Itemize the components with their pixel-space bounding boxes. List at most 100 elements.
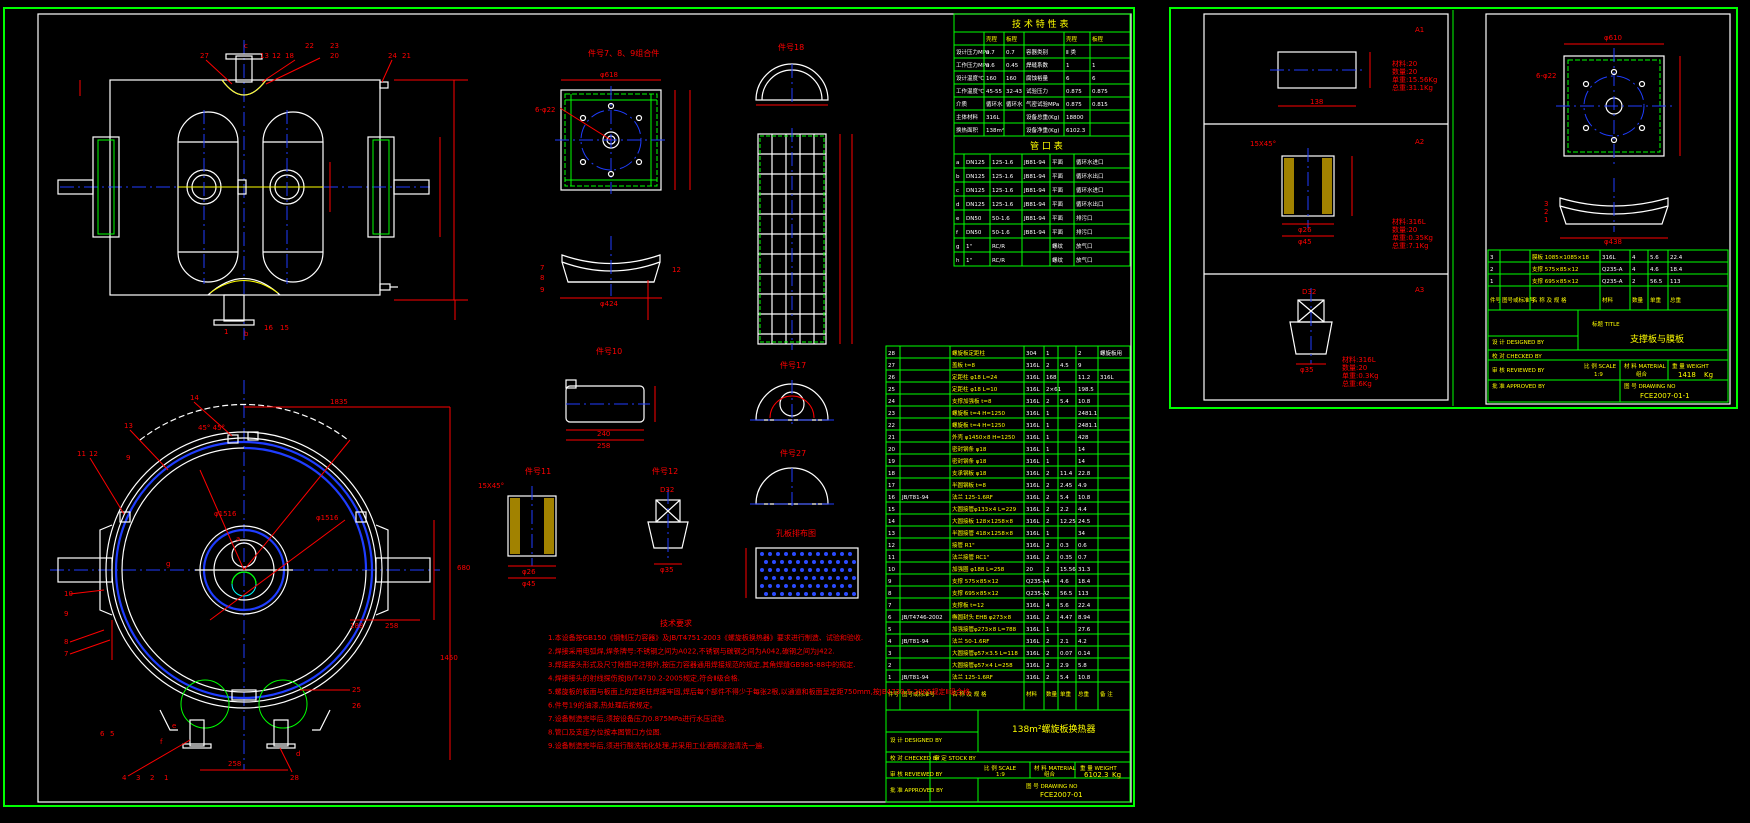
sub-reviewed-by: 审 核 REVIEWED BY <box>1492 366 1545 374</box>
part-cell: 11.4 <box>1060 471 1073 477</box>
hole <box>760 584 764 588</box>
dim-d1516: φ1516 <box>316 514 339 522</box>
part-cell: 2 <box>1046 675 1050 681</box>
dim-holes: 6-φ22 <box>535 106 556 114</box>
hole <box>780 560 784 564</box>
sub-part-cell: Q235-A <box>1602 279 1623 285</box>
weight-note: 数量:20 <box>1342 363 1367 372</box>
dim-chamfer-a2: 15X45° <box>1250 140 1276 148</box>
nozzle-a: a <box>236 535 240 543</box>
tech-cell: 容器类别 <box>1026 48 1048 56</box>
nozzle-cell: h <box>956 258 960 264</box>
dim-188: 188 <box>350 622 363 630</box>
part-cell: 0.14 <box>1078 651 1091 657</box>
nozzle-b: b <box>244 330 249 338</box>
label-a1: A1 <box>1415 26 1424 34</box>
part-cell: 15.56 <box>1060 567 1076 573</box>
part-cell: 22.4 <box>1078 603 1091 609</box>
nozzle-cell: 平面 <box>1052 187 1064 194</box>
hole <box>820 560 824 564</box>
tech-cell: 循环水 <box>1006 100 1023 108</box>
part-18-view: 件号18 <box>755 42 853 350</box>
part-cell: 198.5 <box>1078 387 1094 393</box>
hole <box>784 584 788 588</box>
sub-views-left: A1 A2 A3 138 材料:20数量:20单重:15.56Kg总重:31.1… <box>1203 13 1449 401</box>
tech-req-item: 7.设备制造完毕后,须按设备压力0.875MPa进行水压试验. <box>548 714 726 723</box>
callout-15: 15 <box>280 324 289 332</box>
sub-approved-by: 批 准 APPROVED BY <box>1492 382 1546 390</box>
hole <box>824 552 828 556</box>
callout-12-saddle: 12 <box>672 266 681 274</box>
tech-cell: 腐蚀裕量 <box>1026 74 1049 82</box>
label-part-11: 件号11 <box>525 466 551 476</box>
sub-part-cell: 3 <box>1490 255 1494 261</box>
hole <box>780 592 784 596</box>
part-cell: 5.4 <box>1060 399 1069 405</box>
part-cell: 4 <box>1046 603 1050 609</box>
part-cell: 2 <box>1046 363 1050 369</box>
scale-label: 比 例 SCALE <box>984 764 1017 772</box>
part-cell: 23 <box>888 411 895 417</box>
hole <box>828 576 832 580</box>
hole <box>788 592 792 596</box>
scale-value: 1:9 <box>996 772 1005 778</box>
sub-part-cell: 1 <box>1490 279 1494 285</box>
nozzle-cell: DN125 <box>966 174 985 180</box>
part-cell: 316L <box>1100 375 1114 381</box>
part-cell: 1 <box>1046 435 1050 441</box>
title-block-main: 138m²螺旋板换热器 设 计 DESIGNED BY 校 对 CHECKED … <box>885 709 1131 803</box>
sub-drawing-no: FCE2007-01-1 <box>1640 392 1690 400</box>
sub-part-cell: 支撑 695×85×12 <box>1532 277 1578 285</box>
part-cell: 2 <box>1046 399 1050 405</box>
label-part-18: 件号18 <box>778 42 804 52</box>
callout-24: 24 <box>388 52 397 60</box>
hole <box>772 560 776 564</box>
tech-cell: 板程 <box>1006 35 1018 43</box>
part-cell: 2.9 <box>1060 663 1069 669</box>
hole-layout-view: 孔板排布图 <box>745 528 859 599</box>
tech-cell: 138m² <box>986 127 1004 134</box>
hole <box>812 576 816 580</box>
part-cell: 2.1 <box>1060 639 1069 645</box>
dim-424: φ424 <box>600 300 619 308</box>
designed-by: 设 计 DESIGNED BY <box>890 736 943 744</box>
reviewed-by: 审 核 REVIEWED BY <box>890 770 943 778</box>
hole <box>828 560 832 564</box>
tech-cell: 设计温度℃ <box>956 74 984 82</box>
part-cell: 6 <box>888 615 892 621</box>
part-cell: 10.8 <box>1078 399 1091 405</box>
part-cell: 11.2 <box>1078 375 1090 381</box>
hole <box>792 584 796 588</box>
part-17-view: 件号17 <box>750 360 834 424</box>
part-cell: 20 <box>888 447 895 453</box>
weight-label: 重 量 WEIGHT <box>1080 764 1117 772</box>
sub-weight-label: 重 量 WEIGHT <box>1672 362 1709 370</box>
hole <box>820 592 824 596</box>
hole <box>760 568 764 572</box>
hole <box>768 552 772 556</box>
part-header-cell: 单重 <box>1060 690 1072 698</box>
callout-6: 6 <box>100 730 105 738</box>
tech-cell: 设备净重(Kg) <box>1026 126 1059 134</box>
part-cell: 316L <box>1026 531 1040 537</box>
part-cell: 24.5 <box>1078 519 1091 525</box>
part-cell: 1 <box>1046 531 1050 537</box>
hole <box>764 576 768 580</box>
dim-d438: φ438 <box>1604 238 1622 246</box>
hole <box>792 552 796 556</box>
hole <box>768 568 772 572</box>
hole <box>772 576 776 580</box>
tech-cell: 1 <box>1066 63 1070 69</box>
part-cell: 18 <box>888 471 895 477</box>
weight-note: 材料:316L <box>1392 217 1426 226</box>
part-cell: 定距柱 φ18 L=10 <box>952 385 998 393</box>
part-cell: 316L <box>1026 375 1040 381</box>
part-cell: 螺旋板定距柱 <box>952 349 986 357</box>
hole <box>764 560 768 564</box>
sub-weight-unit: Kg <box>1704 371 1713 379</box>
tech-cell: 换热面积 <box>956 126 979 134</box>
part-cell: 316L <box>1026 411 1040 417</box>
part-cell: 螺旋板 t=4 H=1250 <box>952 421 1006 429</box>
tech-cell: 0.6 <box>986 63 995 69</box>
part-10-view: 件号10 240 258 <box>565 346 656 450</box>
